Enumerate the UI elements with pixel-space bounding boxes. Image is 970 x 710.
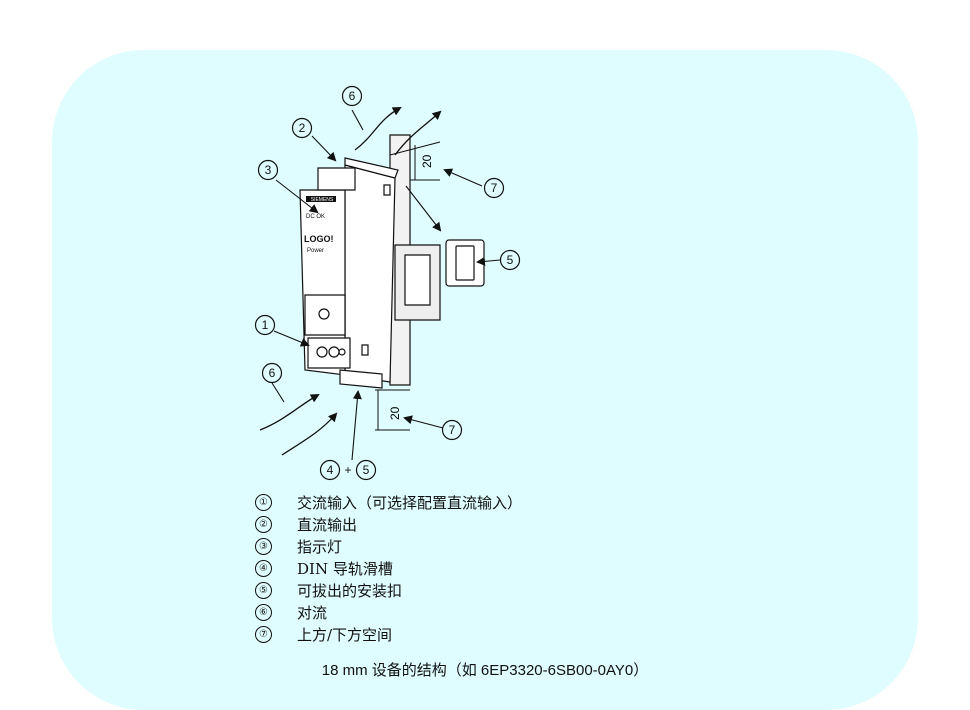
device-diagram: SIEMENS DC OK LOGO! Power 20 20 bbox=[254, 85, 521, 481]
legend-number: ① bbox=[255, 494, 272, 511]
background-panel bbox=[52, 50, 918, 710]
callout-7-bottom: 7 bbox=[449, 423, 456, 437]
legend-number: ⑥ bbox=[255, 604, 272, 621]
leader-6-top bbox=[351, 109, 364, 131]
callout-4: 4 bbox=[327, 463, 334, 477]
callout-6-bottom: 6 bbox=[269, 366, 276, 380]
legend-label: 交流输入（可选择配置直流输入） bbox=[297, 494, 523, 512]
device-labels: SIEMENS DC OK LOGO! Power bbox=[304, 196, 336, 254]
legend-label: 直流输出 bbox=[297, 516, 358, 534]
legend-label: 可拔出的安装扣 bbox=[297, 582, 403, 600]
legend-number: ④ bbox=[255, 560, 272, 577]
callout-circles bbox=[254, 85, 521, 481]
dimension-bottom-label: 20 bbox=[388, 406, 402, 420]
callout-1: 1 bbox=[262, 318, 269, 332]
legend-number: ② bbox=[255, 516, 272, 533]
brand-label: SIEMENS bbox=[311, 197, 334, 203]
callout-5: 5 bbox=[507, 253, 514, 267]
device-body bbox=[299, 134, 485, 389]
callout-3: 3 bbox=[265, 163, 272, 177]
callout-5-bottom: 5 bbox=[363, 463, 370, 477]
callout-6-top: 6 bbox=[349, 89, 356, 103]
legend-label: 对流 bbox=[297, 604, 328, 622]
power-label: Power bbox=[307, 248, 324, 254]
convection-arrows-top bbox=[354, 107, 442, 156]
legend-number: ③ bbox=[255, 538, 272, 555]
legend-label: 指示灯 bbox=[297, 538, 343, 556]
callout-2: 2 bbox=[299, 121, 306, 135]
legend-number: ⑦ bbox=[255, 626, 272, 643]
dimension-bottom bbox=[375, 389, 410, 431]
callout-plus: + bbox=[344, 463, 351, 477]
model-label: LOGO! bbox=[304, 234, 334, 244]
callout-numbers: 6 2 3 7 5 1 6 7 4 5 + bbox=[262, 89, 514, 477]
dimension-top bbox=[389, 141, 441, 181]
callout-7-top: 7 bbox=[491, 181, 498, 195]
dimension-top-label: 20 bbox=[420, 154, 434, 168]
legend-label: 上方/下方空间 bbox=[297, 626, 393, 644]
legend-label: DIN 导轨滑槽 bbox=[297, 560, 393, 578]
ok-label: DC OK bbox=[306, 214, 325, 220]
legend-number: ⑤ bbox=[255, 582, 272, 599]
leader-6-bottom bbox=[271, 382, 285, 403]
leader-lines bbox=[273, 135, 501, 461]
figure-caption: 18 mm 设备的结构（如 6EP3320-6SB00-0AY0） bbox=[321, 662, 649, 679]
convection-arrows-bottom bbox=[259, 394, 338, 456]
